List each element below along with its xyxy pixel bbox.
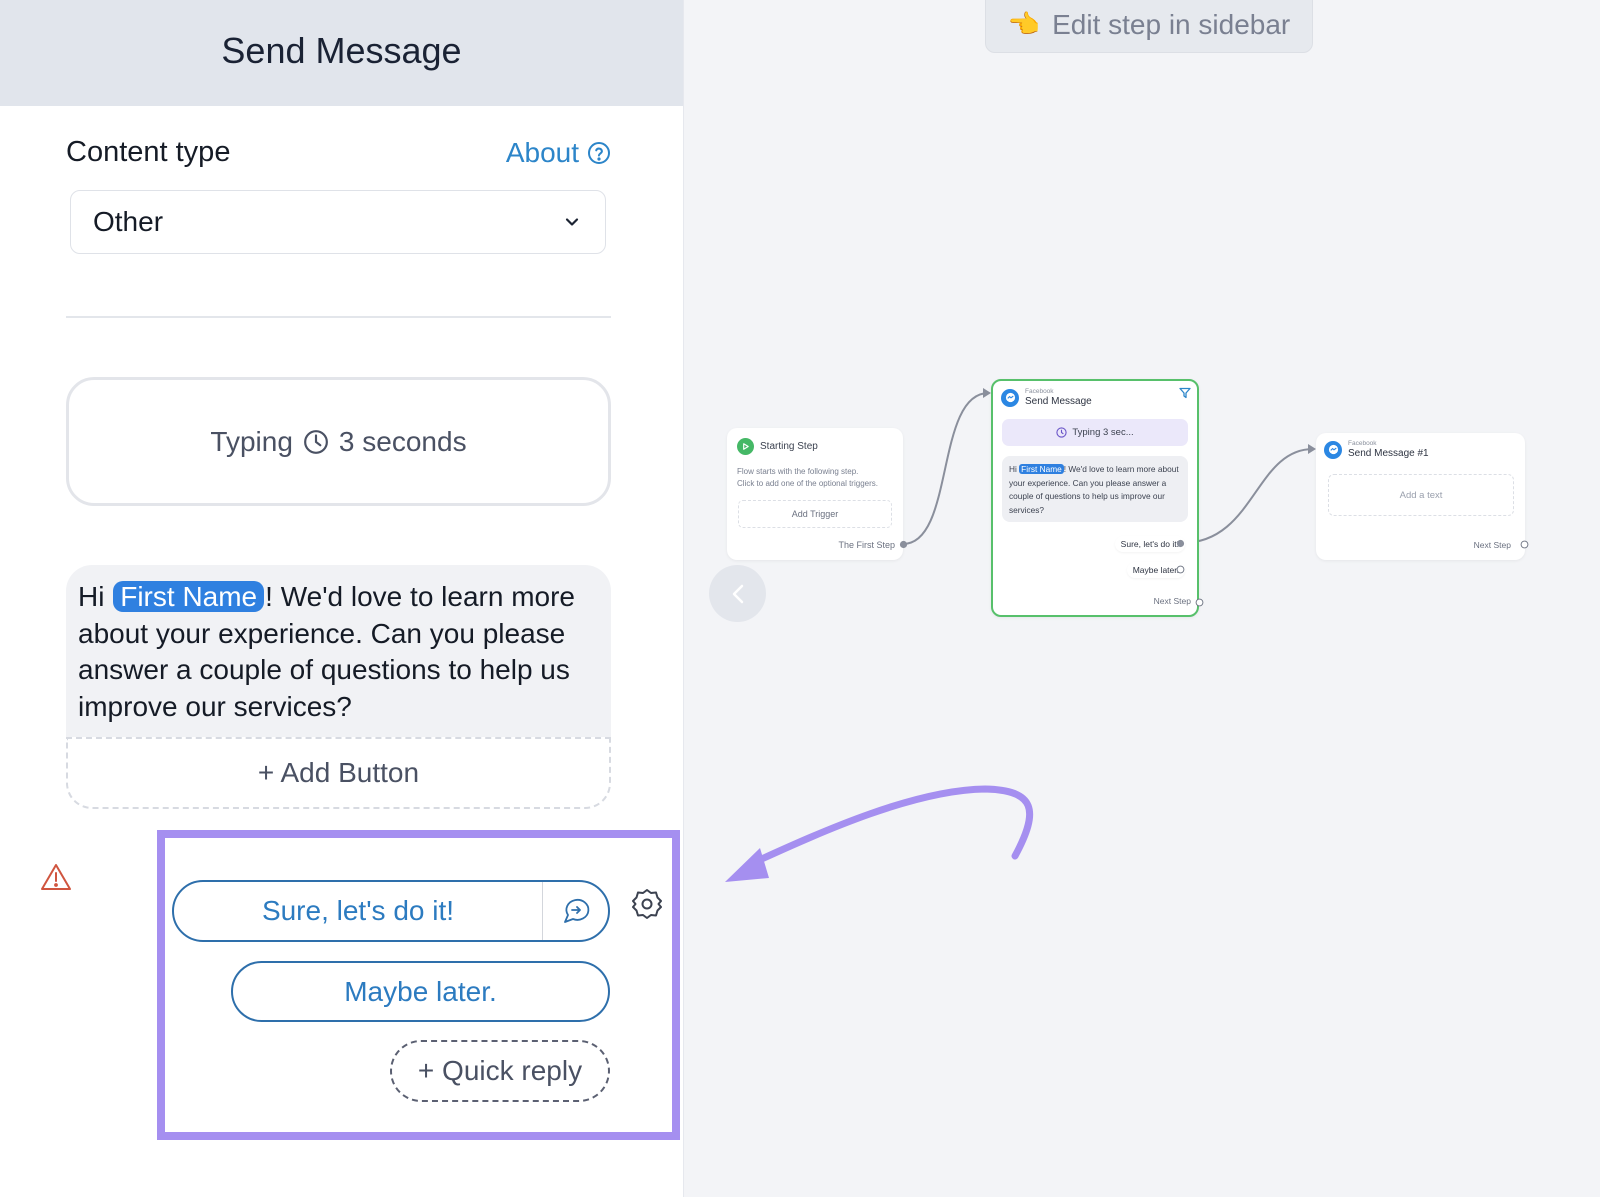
add-trigger-button[interactable]: Add Trigger bbox=[738, 500, 892, 528]
send-message-node-selected[interactable]: Facebook Send Message Typing 3 sec... Hi… bbox=[991, 379, 1199, 617]
quick-replies-highlight-annotation bbox=[157, 830, 680, 1140]
messenger-icon bbox=[1001, 388, 1019, 407]
node-channel: Facebook bbox=[1025, 388, 1054, 395]
filter-icon[interactable] bbox=[1179, 387, 1191, 399]
add-button[interactable]: + Add Button bbox=[66, 737, 611, 809]
sidebar-header: Send Message bbox=[0, 0, 683, 106]
output-port-empty[interactable] bbox=[1195, 598, 1204, 607]
about-label: About bbox=[505, 136, 579, 168]
description-line: Click to add one of the optional trigger… bbox=[737, 479, 878, 488]
output-port-empty[interactable] bbox=[1520, 540, 1529, 549]
messenger-icon bbox=[1324, 440, 1342, 459]
flow-canvas[interactable]: 👈 Edit step in sidebar Starting Step Flo… bbox=[685, 0, 1600, 1197]
quick-reply-label: Sure, let's do it! bbox=[261, 895, 455, 926]
node-quick-reply: Sure, let's do it! bbox=[1114, 536, 1185, 552]
typing-delay-block[interactable]: Typing 3 seconds bbox=[66, 377, 611, 506]
variable-chip: First Name bbox=[1019, 464, 1064, 474]
description-line: Flow starts with the following step. bbox=[737, 467, 859, 476]
warning-icon[interactable] bbox=[40, 862, 72, 892]
message-text-editor[interactable]: Hi First Name! We'd love to learn more a… bbox=[66, 565, 611, 737]
message-body: ! We'd love to learn more about your exp… bbox=[1009, 464, 1179, 515]
sidebar-title: Send Message bbox=[221, 30, 462, 71]
chat-bubble-arrow-icon bbox=[563, 899, 589, 923]
node-title: Send Message bbox=[1025, 396, 1092, 407]
content-type-label: Content type bbox=[66, 136, 231, 168]
gear-icon[interactable] bbox=[632, 888, 662, 920]
message-card: Hi First Name! We'd love to learn more a… bbox=[66, 565, 611, 809]
quick-reply-maybe-later[interactable]: Maybe later. bbox=[231, 961, 610, 1022]
node-message-bubble: Hi First Name! We'd love to learn more a… bbox=[1002, 456, 1188, 522]
node-header: Facebook Send Message bbox=[1001, 388, 1092, 407]
output-port-empty[interactable] bbox=[1176, 565, 1185, 574]
output-port-filled[interactable] bbox=[899, 540, 908, 549]
node-output-label: The First Step bbox=[838, 540, 895, 550]
pointing-hand-icon: 👈 bbox=[1007, 9, 1041, 39]
greeting: Hi bbox=[1009, 464, 1017, 474]
content-type-row: Content type About bbox=[66, 136, 611, 169]
quick-reply-action-button[interactable] bbox=[542, 882, 608, 940]
content-type-value: Other bbox=[93, 206, 164, 237]
output-port-filled[interactable] bbox=[1176, 539, 1185, 548]
edit-step-hint-text: Edit step in sidebar bbox=[1052, 8, 1291, 40]
add-text-button[interactable]: Add a text bbox=[1328, 474, 1514, 516]
message-greeting: Hi bbox=[78, 581, 105, 612]
first-name-variable-chip[interactable]: First Name bbox=[113, 581, 265, 612]
node-title: Starting Step bbox=[760, 441, 818, 452]
typing-duration: 3 seconds bbox=[338, 425, 467, 457]
chevron-down-icon bbox=[565, 218, 579, 226]
node-header: Starting Step bbox=[737, 438, 818, 455]
starting-step-node[interactable]: Starting Step Flow starts with the follo… bbox=[727, 428, 903, 560]
edit-step-hint: 👈 Edit step in sidebar bbox=[985, 0, 1313, 53]
node-output-label: Next Step bbox=[1153, 596, 1191, 606]
help-circle-icon bbox=[588, 141, 610, 164]
clock-icon bbox=[1056, 427, 1067, 438]
node-typing-indicator: Typing 3 sec... bbox=[1002, 419, 1188, 446]
quick-reply-sure[interactable]: Sure, let's do it! bbox=[172, 880, 610, 942]
node-header: Facebook Send Message #1 bbox=[1324, 440, 1429, 459]
clock-icon bbox=[304, 429, 328, 454]
content-type-select[interactable]: Other bbox=[70, 190, 606, 254]
collapse-sidebar-button[interactable] bbox=[709, 565, 766, 622]
step-editor-sidebar: Send Message Content type About Other Ty… bbox=[0, 0, 684, 1197]
add-quick-reply-button[interactable]: + Quick reply bbox=[390, 1040, 610, 1102]
typing-label: Typing 3 sec... bbox=[1072, 427, 1134, 438]
chevron-left-icon bbox=[732, 584, 743, 603]
node-output-label: Next Step bbox=[1473, 540, 1511, 550]
divider bbox=[66, 316, 611, 318]
typing-label: Typing bbox=[210, 425, 293, 457]
play-icon bbox=[737, 438, 754, 455]
send-message-1-node[interactable]: Facebook Send Message #1 Add a text Next… bbox=[1316, 433, 1525, 560]
node-description: Flow starts with the following step. Cli… bbox=[737, 466, 902, 490]
message-body: ! We'd love to learn more about your exp… bbox=[78, 581, 575, 722]
about-link[interactable]: About bbox=[506, 137, 611, 169]
node-title: Send Message #1 bbox=[1348, 448, 1429, 459]
node-quick-reply: Maybe later. bbox=[1126, 562, 1185, 578]
node-channel: Facebook bbox=[1348, 440, 1377, 447]
